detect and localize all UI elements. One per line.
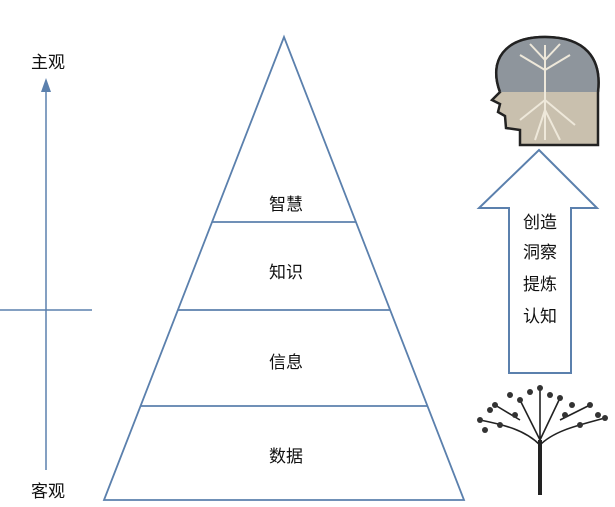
tree-icon: [477, 385, 608, 495]
axis-bottom-label: 客观: [31, 482, 65, 502]
arrow-text-insight: 洞察: [523, 243, 557, 263]
axis-top-label: 主观: [31, 53, 65, 73]
pyramid: 智慧 知识 信息 数据: [102, 34, 466, 501]
arrow-text-cognition: 认知: [523, 307, 557, 327]
pyramid-level-knowledge: 知识: [269, 263, 303, 283]
head-tree-icon: [489, 35, 600, 147]
arrow-text-create: 创造: [523, 213, 557, 233]
subjectivity-axis: 主观 客观: [0, 53, 92, 502]
pyramid-outline: [102, 34, 466, 501]
pyramid-level-wisdom: 智慧: [269, 195, 303, 215]
refinement-arrow: [476, 148, 600, 374]
axis-arrowhead-icon: [41, 78, 51, 92]
arrow-text-refine: 提炼: [523, 275, 557, 295]
pyramid-level-information: 信息: [269, 353, 303, 373]
pyramid-level-data: 数据: [269, 447, 303, 467]
